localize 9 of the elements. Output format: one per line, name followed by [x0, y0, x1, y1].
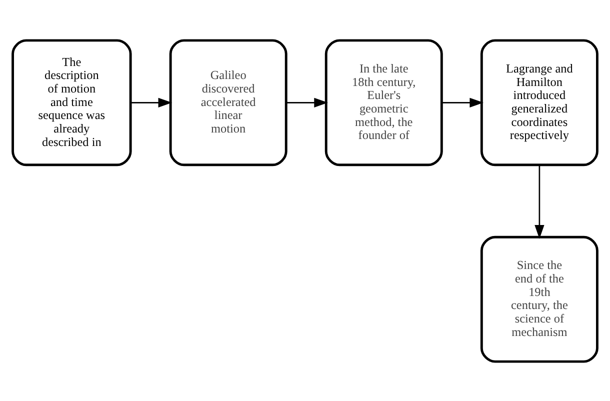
node-box: Lagrange and Hamilton introduced generalized coordinates respectively — [480, 38, 598, 166]
node-box: The description of motion and time sequence was already described in — [12, 38, 132, 166]
arrow — [442, 97, 484, 107]
node-box: Galileo discovered accelerated linear motion — [169, 38, 288, 166]
node-box: Since the end of the 19th century, the science of mechanism — [480, 235, 598, 362]
arrow — [534, 164, 544, 238]
arrow — [130, 97, 172, 107]
node-box: In the late 18th century, Euler's geometric method, the founder of — [324, 38, 443, 166]
arrow — [286, 97, 328, 107]
